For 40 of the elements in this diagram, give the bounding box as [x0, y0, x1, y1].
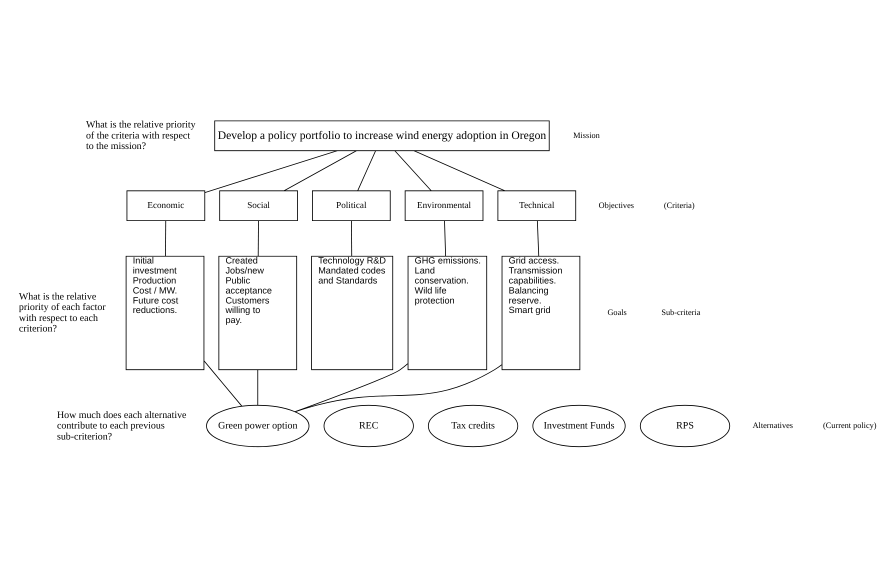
label: Alternatives [752, 420, 793, 430]
node-ellipse: Green power option [206, 404, 310, 447]
connector [536, 220, 540, 256]
node-box: Political [312, 190, 391, 221]
node-box: Technical [497, 190, 576, 221]
connector [165, 220, 166, 256]
node-box: Social [219, 190, 298, 221]
node-ellipse: Tax credits [428, 404, 518, 447]
label: How much does each alternative contribute to each previous sub-criterion? [56, 409, 186, 442]
node-ellipse: RPS [640, 404, 730, 447]
node-box: GHG emissions. Land conservation. Wild life protection [408, 255, 488, 370]
node-box: Economic [126, 190, 206, 221]
node-box: Develop a policy portfolio to increase wind energy adoption in Oregon [214, 120, 550, 151]
connector [284, 150, 357, 191]
connector [258, 220, 259, 256]
label: Mission [573, 130, 600, 140]
connector [294, 362, 408, 412]
node-box: Initial investment Production Cost / MW. Future cost reductions. [126, 255, 204, 370]
label: What is the relative priority of each factor with respect to each criterion? [18, 290, 106, 334]
connector [444, 220, 446, 256]
label: Sub-criteria [661, 308, 700, 317]
connector [294, 364, 502, 412]
connector [357, 150, 376, 191]
label: Objectives [598, 200, 634, 210]
node-box: Created Jobs/new Public acceptance Customers willing to pay. [218, 255, 298, 370]
label: Goals [607, 308, 627, 317]
label: (Criteria) [664, 200, 695, 210]
label: (Current policy) [823, 420, 877, 430]
connector [257, 368, 258, 406]
node-box: Technology R&D Mandated codes and Standards [311, 255, 394, 370]
connector [414, 150, 506, 191]
connector [204, 360, 242, 406]
node-box: Grid access. Transmission capabilities. Balancing reserve. Smart grid [502, 255, 580, 370]
connector [394, 150, 432, 191]
connector [204, 150, 338, 193]
node-ellipse: REC [324, 404, 414, 447]
node-box: Environmental [404, 190, 484, 221]
node-ellipse: Investment Funds [532, 404, 626, 447]
connector [351, 220, 352, 256]
label: What is the relative priority of the criteria with respect to the mission? [86, 119, 196, 152]
